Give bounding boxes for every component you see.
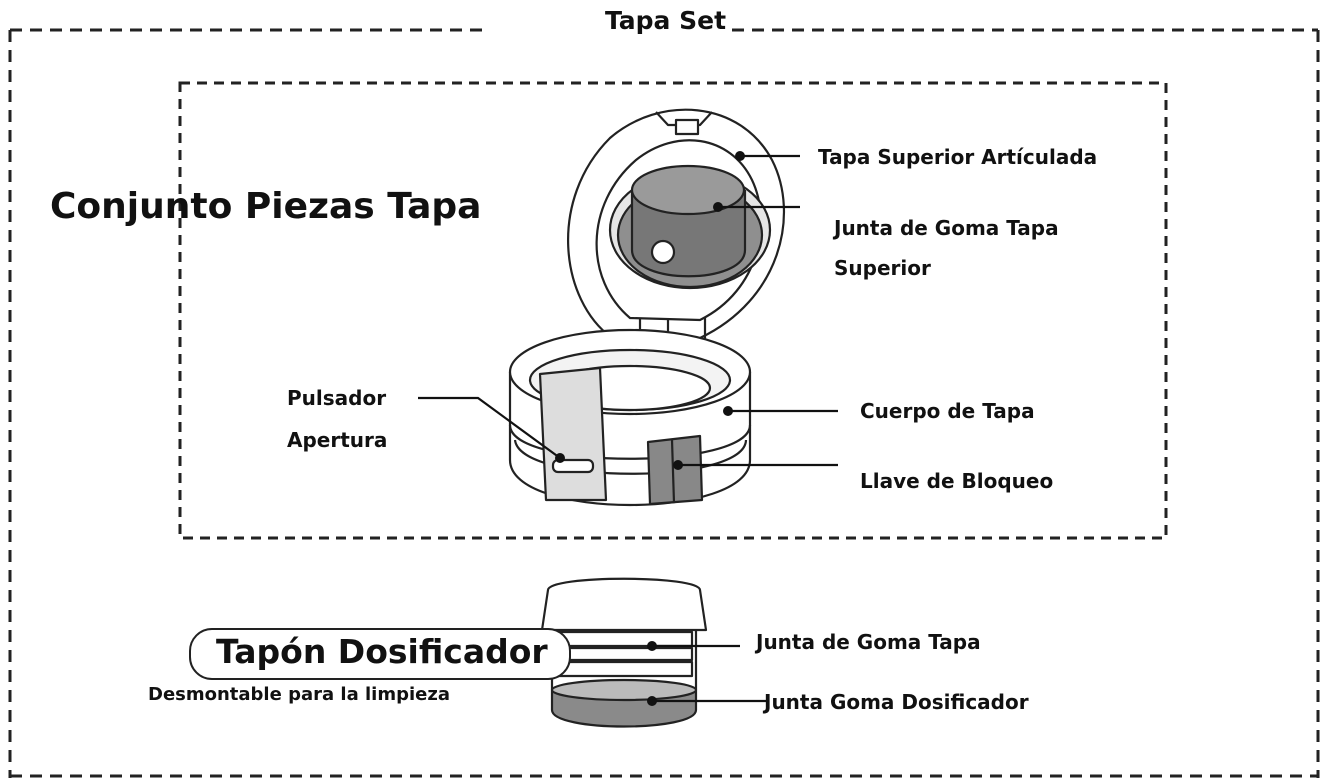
- label-top-gasket-line1: Junta de Goma Tapa: [834, 216, 1059, 240]
- label-push-button-line2: Apertura: [287, 428, 388, 452]
- leader-push-button: [418, 396, 561, 459]
- label-push-button-line1: Pulsador: [287, 386, 387, 410]
- leader-lines: [418, 154, 838, 703]
- lid-assembly-illustration: [508, 108, 785, 506]
- label-lid-body: Cuerpo de Tapa: [860, 399, 1035, 423]
- stopper-title: Tapón Dosificador: [216, 632, 548, 671]
- stopper-illustration: [540, 577, 708, 728]
- stopper-title-box: [189, 628, 571, 680]
- label-lock-key: Llave de Bloqueo: [860, 469, 1054, 493]
- label-lid-gasket: Junta de Goma Tapa: [756, 630, 981, 654]
- page-title: Tapa Set: [604, 6, 727, 35]
- stopper-note: Desmontable para la limpieza: [148, 684, 450, 705]
- label-dispenser-gasket: Junta Goma Dosificador: [764, 690, 1029, 714]
- outer-dashed-frame: [8, 28, 1320, 778]
- label-top-gasket-line2: Superior: [834, 256, 931, 280]
- leader-dots: [555, 151, 745, 706]
- inner-dashed-frame: [178, 81, 1168, 540]
- group-title: Conjunto Piezas Tapa: [50, 186, 482, 227]
- label-top-cap: Tapa Superior Artículada: [818, 145, 1098, 169]
